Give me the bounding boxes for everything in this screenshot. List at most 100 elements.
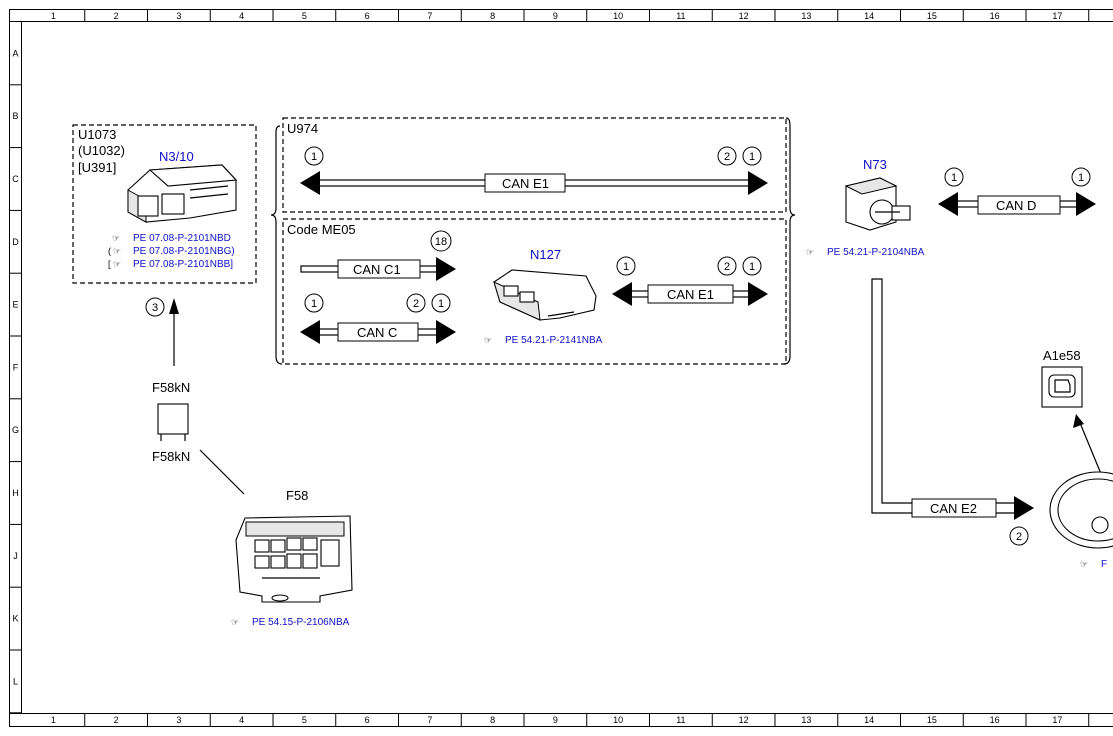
- column-label: 10: [613, 715, 623, 725]
- u974-group: U974 CAN E1 1 2 1: [282, 117, 787, 213]
- pin-circle: [304, 146, 324, 166]
- row-label: H: [12, 488, 19, 498]
- a1e58-indicator: A1e58: [1041, 348, 1113, 505]
- ecu-ref-3[interactable]: PE 07.08-P-2101NBB]: [133, 259, 233, 270]
- relay-body[interactable]: [157, 403, 189, 435]
- f58-name: F58: [286, 488, 308, 503]
- can-d-bus[interactable]: CAN D: [938, 192, 1096, 216]
- column-label: 16: [990, 715, 1000, 725]
- pin-label: 1: [1078, 172, 1084, 184]
- column-label: 4: [239, 11, 244, 21]
- can-e2-label: CAN E2: [930, 501, 977, 516]
- row-label: B: [12, 111, 18, 121]
- column-label: 14: [864, 11, 874, 21]
- pin-circle: [406, 293, 426, 313]
- f58-ref[interactable]: PE 54.15-P-2106NBA: [252, 617, 350, 628]
- can-c-bus[interactable]: CAN C: [300, 320, 456, 344]
- pin-circle: [717, 256, 737, 276]
- column-label: 3: [176, 715, 181, 725]
- pin-circle: [717, 146, 737, 166]
- can-e2-bus[interactable]: CAN E2: [871, 278, 1034, 520]
- can-e1-top-label: CAN E1: [502, 176, 549, 191]
- column-label: 4: [239, 715, 244, 725]
- can-e1-top-bus[interactable]: CAN E1: [300, 171, 768, 195]
- can-e1-mid-label: CAN E1: [667, 287, 714, 302]
- column-label: 15: [927, 715, 937, 725]
- can-c1-bus[interactable]: CAN C1: [300, 257, 456, 281]
- n127-module: N127 ☞ PE 54.21-P-2141NBA: [484, 247, 603, 346]
- ecu-code-u391: [U391]: [78, 160, 116, 175]
- hand-pointer-icon: ☞: [112, 233, 120, 243]
- hand-pointer-icon: ☞: [113, 259, 121, 269]
- column-label: 1: [51, 11, 56, 21]
- column-label: 2: [114, 715, 119, 725]
- pin-label-ecu: 3: [152, 302, 158, 314]
- pin-label: 2: [1016, 531, 1022, 543]
- column-label: 17: [1052, 11, 1062, 21]
- column-label: 6: [365, 715, 370, 725]
- pin-circle: [616, 256, 636, 276]
- a1e58-name: A1e58: [1043, 348, 1081, 363]
- column-label: 13: [801, 11, 811, 21]
- column-label: 2: [114, 11, 119, 21]
- pin-circle: [1009, 526, 1029, 546]
- ecu-ref-1[interactable]: PE 07.08-P-2101NBD: [133, 233, 231, 244]
- can-e1-mid-bus[interactable]: CAN E1: [612, 282, 768, 306]
- ecu-code-u1032: (U1032): [78, 143, 125, 158]
- row-label: K: [12, 614, 18, 624]
- pin-label: 2: [724, 151, 730, 163]
- column-label: 6: [365, 11, 370, 21]
- drawing-frame: [9, 9, 1113, 727]
- n127-ref[interactable]: PE 54.21-P-2141NBA: [505, 335, 603, 346]
- column-label: 12: [739, 11, 749, 21]
- pin-circle: [304, 293, 324, 313]
- n73-name[interactable]: N73: [863, 157, 887, 172]
- relay-label-top: F58kN: [152, 380, 190, 395]
- pin-label: 1: [311, 298, 317, 310]
- fuse-box-f58: F58 ☞ PE 54.15-P-2106NBA: [231, 488, 353, 628]
- ecu-module-illustration: [127, 164, 238, 223]
- column-label: 7: [427, 11, 432, 21]
- hand-pointer-icon: ☞: [113, 246, 121, 256]
- ecu-ref-2[interactable]: PE 07.08-P-2101NBG): [133, 246, 235, 257]
- n127-name[interactable]: N127: [530, 247, 561, 262]
- ecu-group: U1073 (U1032) [U391] N3/10 ☞ PE 07.08-P-…: [72, 124, 257, 284]
- instrument-cluster-partial: ☞ F: [1049, 471, 1113, 570]
- can-c1-label: CAN C1: [353, 262, 401, 277]
- column-label: 12: [739, 715, 749, 725]
- row-label: F: [13, 362, 19, 372]
- n73-ref[interactable]: PE 54.21-P-2104NBA: [827, 247, 925, 258]
- ignition-switch-illustration: [844, 177, 911, 231]
- ecu-ref-3-open: [: [108, 259, 111, 269]
- can-d-label: CAN D: [996, 198, 1036, 213]
- hand-pointer-icon: ☞: [806, 247, 814, 257]
- row-label: L: [13, 676, 18, 686]
- n73-module: N73 ☞ PE 54.21-P-2104NBA: [806, 157, 925, 258]
- me05-dashed-box: [282, 218, 787, 365]
- column-label: 11: [676, 11, 685, 21]
- cluster-ref-partial[interactable]: F: [1101, 559, 1107, 570]
- pin-label: 1: [311, 151, 317, 163]
- hand-pointer-icon: ☞: [1080, 559, 1088, 569]
- column-label: 9: [553, 11, 558, 21]
- row-label: E: [12, 300, 18, 310]
- pin-label: 1: [623, 261, 629, 273]
- u974-dashed-box: [282, 117, 787, 213]
- pin-circle: [742, 146, 762, 166]
- pin-circle: [430, 230, 452, 252]
- fuse-box-illustration: [235, 515, 353, 603]
- pin-circle: [1071, 167, 1091, 187]
- ecu-code-u1073: U1073: [78, 127, 116, 142]
- row-label: C: [12, 174, 19, 184]
- column-label: 13: [801, 715, 811, 725]
- me05-group: Code ME05 CAN C1 18 CAN C 1 2 1 N127: [282, 218, 787, 365]
- column-label: 16: [990, 11, 1000, 21]
- ecu-name[interactable]: N3/10: [159, 149, 194, 164]
- hand-pointer-icon: ☞: [231, 617, 239, 627]
- column-label: 11: [676, 715, 685, 725]
- relay-label-bottom: F58kN: [152, 449, 190, 464]
